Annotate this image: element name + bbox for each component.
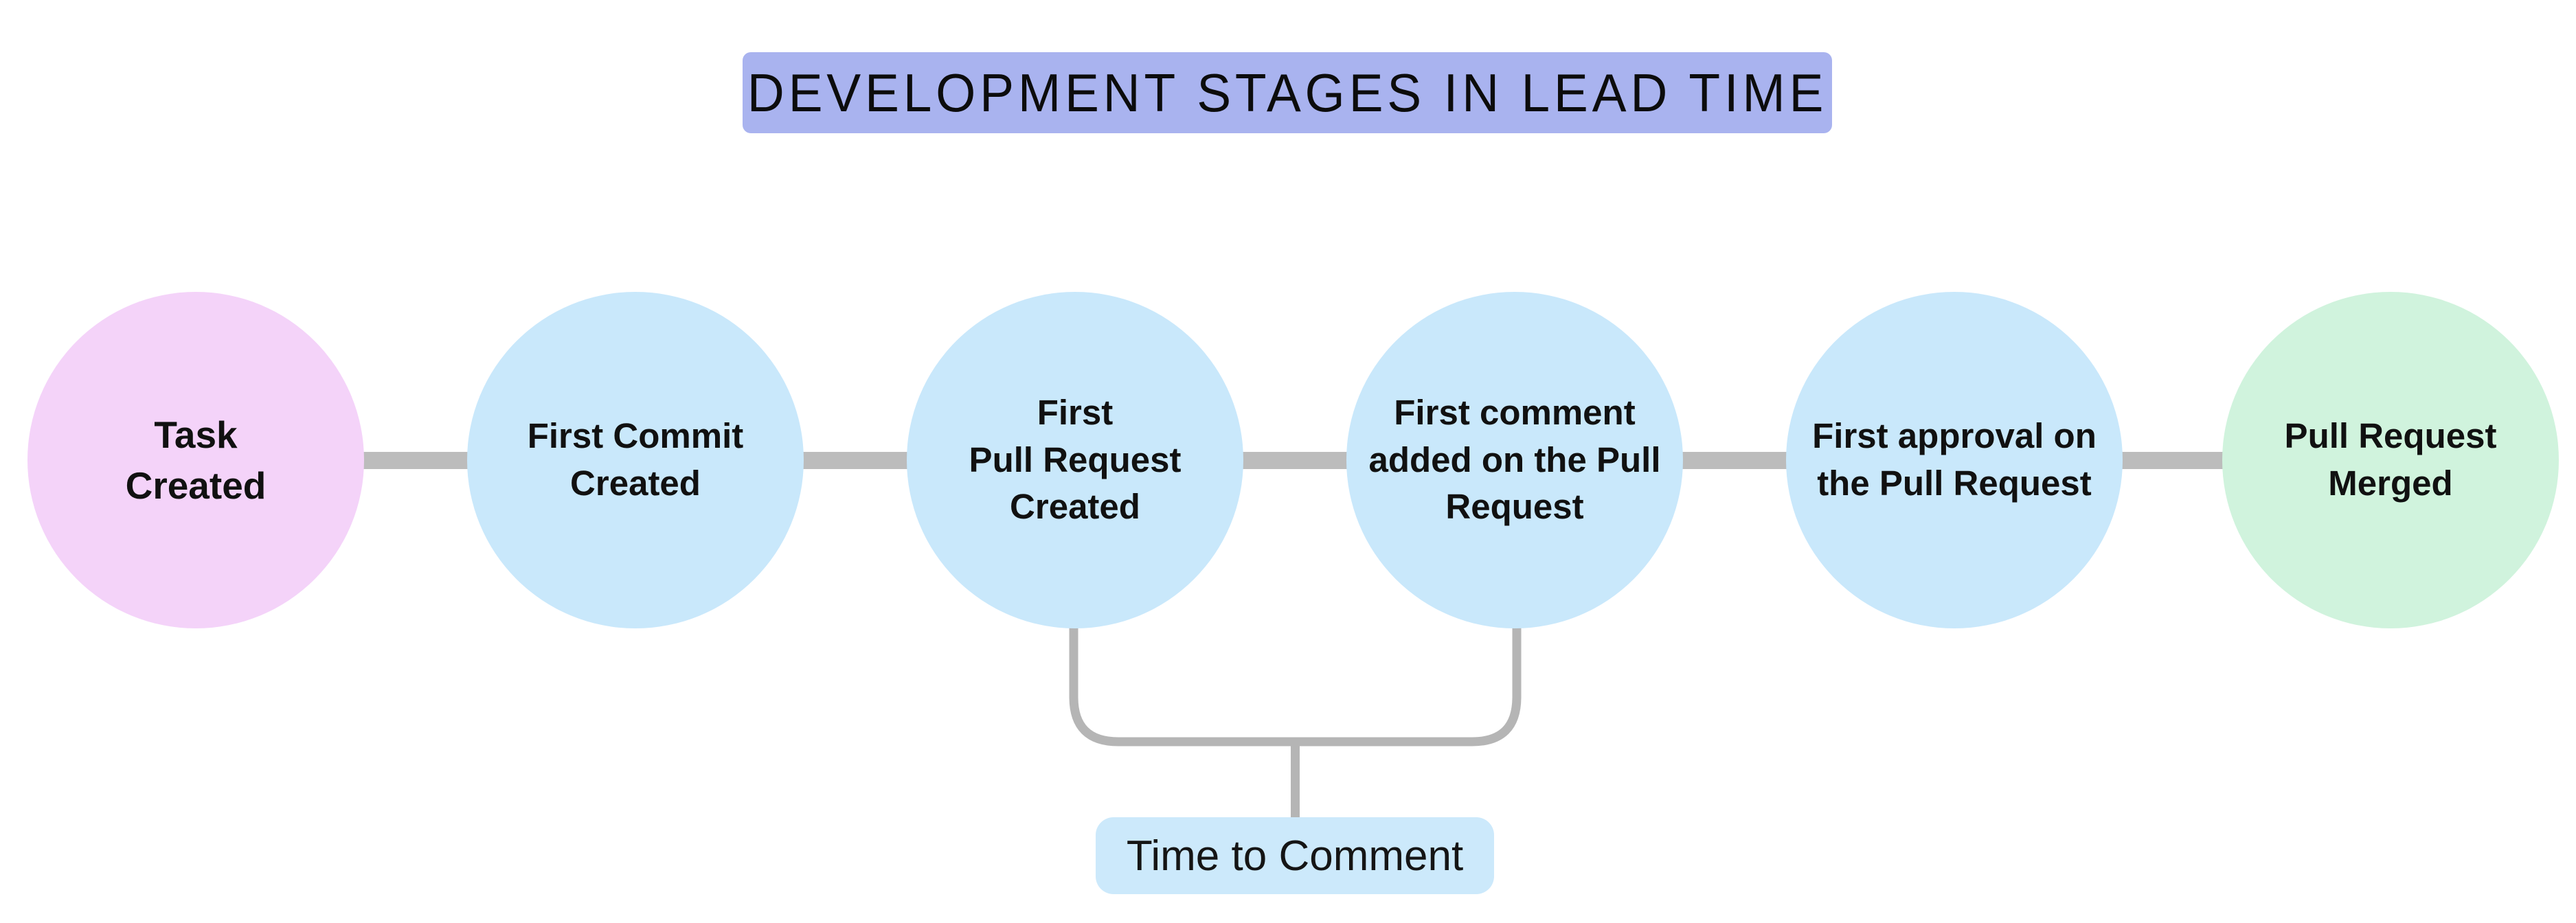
stage-label: First Pull Request Created — [969, 392, 1182, 527]
stage-circle-first-approval: First approval on the Pull Request — [1786, 292, 2123, 628]
stage-circle-pull-request-merged: Pull Request Merged — [2222, 292, 2559, 628]
stage-circle-task-created: Task Created — [27, 292, 364, 628]
stage-circle-first-comment-added: First comment added on the Pull Request — [1346, 292, 1683, 628]
diagram-title-banner: DEVELOPMENT STAGES IN LEAD TIME — [743, 52, 1832, 133]
stage-circle-first-pull-request-created: First Pull Request Created — [907, 292, 1243, 628]
stage-label: First approval on the Pull Request — [1812, 416, 2097, 503]
bracket-span-path — [1069, 625, 1522, 747]
time-to-comment-label: Time to Comment — [1096, 817, 1494, 894]
stage-circle-first-commit-created: First Commit Created — [467, 292, 804, 628]
stage-label: First Commit Created — [527, 416, 744, 503]
diagram-title: DEVELOPMENT STAGES IN LEAD TIME — [747, 62, 1828, 123]
stage-label: Task Created — [125, 413, 267, 507]
stage-label: First comment added on the Pull Request — [1368, 392, 1661, 527]
time-to-comment-text: Time to Comment — [1126, 832, 1464, 880]
stage-label: Pull Request Merged — [2284, 416, 2497, 503]
